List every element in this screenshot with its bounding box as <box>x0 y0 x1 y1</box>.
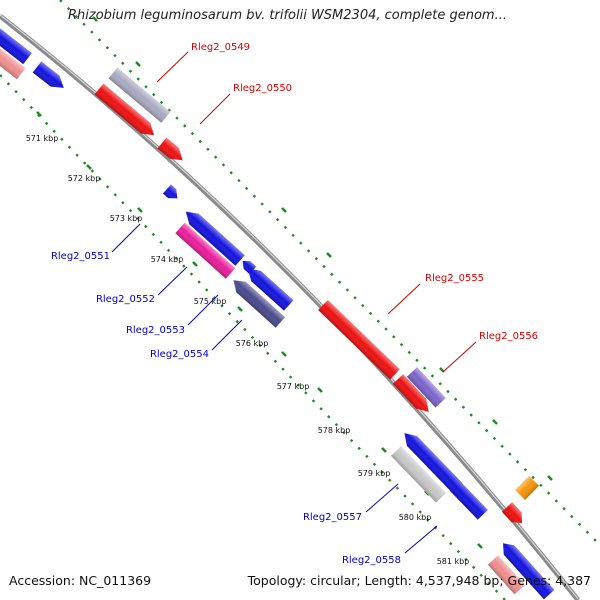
gene-feature[interactable] <box>162 184 181 203</box>
ruler-tick <box>92 16 98 22</box>
gene-feature[interactable] <box>239 257 257 275</box>
gene-feature[interactable] <box>515 475 540 500</box>
kbp-label: 571 kbp <box>26 134 59 143</box>
leader-line <box>111 223 141 253</box>
leader-line <box>387 283 421 315</box>
gene-feature[interactable] <box>442 473 488 520</box>
gene-feature[interactable] <box>229 275 286 328</box>
gene-feature[interactable] <box>175 222 236 279</box>
ruler-tick <box>237 306 243 312</box>
gene-feature[interactable] <box>181 206 245 266</box>
gene-feature[interactable] <box>399 428 463 493</box>
leader-line <box>187 294 219 326</box>
gene-label-reverse[interactable]: Rleg2_0557 <box>303 512 362 523</box>
kbp-label: 578 kbp <box>318 426 351 435</box>
ruler-tick <box>492 419 498 425</box>
ruler-tick <box>381 447 387 453</box>
gene-feature[interactable] <box>501 502 527 528</box>
kbp-label: 579 kbp <box>358 469 391 478</box>
gene-feature[interactable] <box>94 83 159 141</box>
leader-line <box>442 341 477 373</box>
ruler-tick <box>137 207 143 213</box>
kbp-label: 580 kbp <box>399 513 432 522</box>
ruler-tick <box>192 261 198 267</box>
gene-label-forward[interactable]: Rleg2_0555 <box>425 273 484 284</box>
kbp-label: 574 kbp <box>151 255 184 264</box>
accession-label: Accession: NC_011369 <box>9 573 152 588</box>
gene-label-reverse[interactable]: Rleg2_0552 <box>96 294 155 305</box>
gene-feature[interactable] <box>108 67 171 123</box>
genome-backbone <box>0 14 580 600</box>
gene-name-labels: Rleg2_0549 Rleg2_0550 Rleg2_0551 Rleg2_0… <box>51 42 538 566</box>
gene-feature[interactable] <box>498 539 555 600</box>
gene-feature[interactable] <box>392 374 434 416</box>
gene-feature[interactable] <box>0 28 32 65</box>
gene-feature[interactable] <box>487 555 525 595</box>
kbp-label: 576 kbp <box>236 339 269 348</box>
topology-summary: Topology: circular; Length: 4,537,948 bp… <box>247 573 591 588</box>
kbp-scale-labels: 571 kbp 572 kbp 573 kbp 574 kbp 575 kbp … <box>26 134 470 566</box>
ruler-ticks <box>36 16 553 549</box>
ruler-tick <box>135 61 141 67</box>
gene-label-forward[interactable]: Rleg2_0556 <box>479 331 538 342</box>
gene-feature[interactable] <box>32 61 68 93</box>
leader-line <box>211 319 243 351</box>
gene-feature[interactable] <box>390 446 447 503</box>
gene-label-reverse[interactable]: Rleg2_0553 <box>126 325 185 336</box>
label-leader-lines <box>111 51 477 554</box>
ruler-tick <box>477 543 483 549</box>
gene-feature[interactable] <box>318 299 400 380</box>
ruler-tick <box>281 207 287 213</box>
leader-line <box>365 483 399 513</box>
leader-line <box>157 266 188 296</box>
ruler-tick <box>281 351 287 357</box>
ruler-tick <box>36 111 42 117</box>
kbp-label: 572 kbp <box>68 174 101 183</box>
outer-ruler-line <box>59 0 600 546</box>
kbp-label: 581 kbp <box>437 557 470 566</box>
gene-label-forward[interactable]: Rleg2_0549 <box>191 42 250 53</box>
inner-ruler-line <box>0 74 506 600</box>
gene-feature[interactable] <box>157 137 188 166</box>
ruler-tick <box>547 475 553 481</box>
leader-line <box>404 525 438 554</box>
kbp-label: 573 kbp <box>110 214 143 223</box>
leader-line <box>199 93 231 125</box>
gene-label-reverse[interactable]: Rleg2_0554 <box>150 349 209 360</box>
gene-label-reverse[interactable]: Rleg2_0558 <box>342 555 401 566</box>
ruler-tick <box>86 164 92 170</box>
map-title: Rhizobium leguminosarum bv. trifolii WSM… <box>68 8 507 23</box>
gene-features <box>0 28 555 600</box>
gene-label-reverse[interactable]: Rleg2_0551 <box>51 251 110 262</box>
leader-line <box>156 51 189 83</box>
gene-feature[interactable] <box>243 263 294 311</box>
gene-feature[interactable] <box>0 48 26 80</box>
gene-label-forward[interactable]: Rleg2_0550 <box>233 83 292 94</box>
gene-feature[interactable] <box>406 367 446 408</box>
kbp-label: 575 kbp <box>194 297 227 306</box>
kbp-label: 577 kbp <box>277 382 310 391</box>
ruler-tick <box>317 387 323 393</box>
ruler-tick <box>326 252 332 258</box>
